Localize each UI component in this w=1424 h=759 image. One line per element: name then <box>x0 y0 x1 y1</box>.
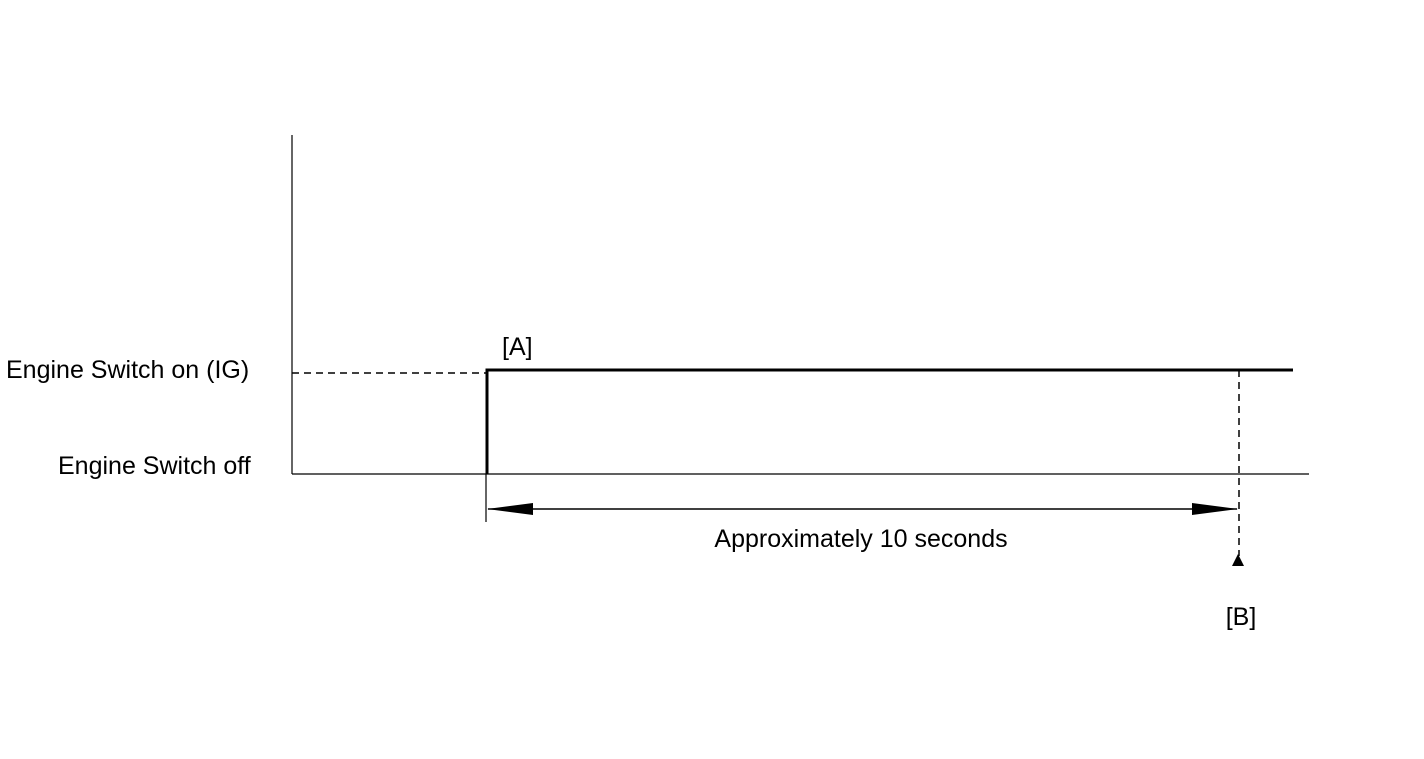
on-level-label: Engine Switch on (IG) <box>6 356 249 384</box>
engine-switch-signal <box>485 368 1293 474</box>
marker-b-label: [B] <box>1226 603 1257 631</box>
marker-a-label: [A] <box>502 333 533 361</box>
off-level-label: Engine Switch off <box>58 452 251 480</box>
duration-arrow-right-head <box>1192 503 1238 515</box>
marker-b-pointer-icon <box>1232 554 1244 566</box>
duration-arrow-left-head <box>487 503 533 515</box>
duration-label: Approximately 10 seconds <box>714 525 1007 553</box>
